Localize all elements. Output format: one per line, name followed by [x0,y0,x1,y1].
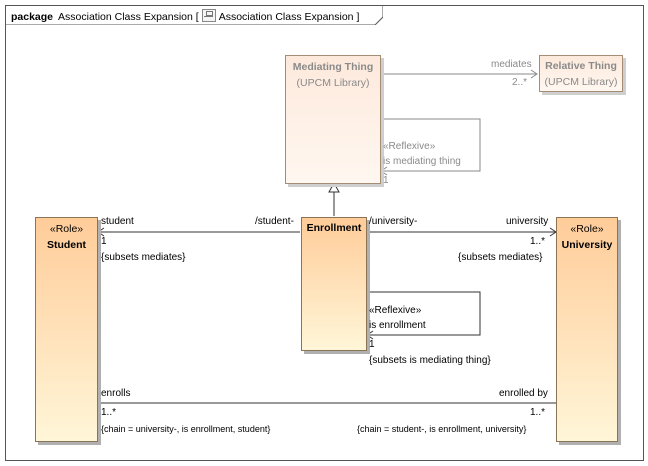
is-enrollment-stereotype: «Reflexive» [369,305,422,316]
enrolls-constraint-left: {chain = university-, is enrollment, stu… [101,424,271,434]
is-mediating-thing-name: is mediating thing [383,156,461,167]
university-role-label: university [506,216,549,227]
class-name: Student [46,239,87,251]
mediates-arrowhead [530,69,538,79]
university-source-role-label: /university- [369,216,418,227]
class-mediating-thing[interactable]: Mediating Thing (UPCM Library) [285,55,381,184]
university-constraint: {subsets mediates} [458,252,543,263]
is-enrollment-constraint: {subsets is mediating thing} [369,355,491,366]
generalization-arrowhead [328,181,340,193]
is-enrollment-multiplicity: 1 [369,339,375,350]
student-source-role-label: /student- [255,216,294,227]
class-diagram-icon [201,9,216,22]
mediates-multiplicity: 2..* [512,77,528,88]
package-frame [5,5,644,461]
is-enrollment-name: is enrollment [369,320,426,331]
class-enrollment[interactable]: Enrollment [301,217,367,351]
class-stereotype: «Role» [570,223,604,235]
class-name: Mediating Thing [292,61,374,73]
diagram-name[interactable]: Association Class Expansion [218,11,354,23]
frame-keyword: package [11,11,54,23]
class-library: (UPCM Library) [544,76,618,88]
is-enrollment-arrowhead [366,330,374,340]
enrolls-role-label: enrolls [101,388,131,399]
class-name: University [561,239,613,251]
class-library: (UPCM Library) [296,77,370,89]
class-student[interactable]: «Role» Student [35,217,98,442]
class-stereotype: «Role» [49,223,84,235]
class-relative-thing[interactable]: Relative Thing (UPCM Library) [539,55,623,92]
is-mediating-thing-arrowhead [380,166,388,176]
enrolls-multiplicity-right: 1..* [530,407,546,418]
student-assoc-arrowhead [97,227,105,237]
student-role-label: student [101,216,134,227]
is-mediating-thing-stereotype: «Reflexive» [383,141,436,152]
enrolled-by-role-label: enrolled by [499,388,548,399]
is-mediating-thing-multiplicity: 1 [383,175,389,186]
enrolls-constraint-right: {chain = student-, is enrollment, univer… [357,424,527,434]
is-mediating-thing-line [381,118,481,172]
package-name: Association Class Expansion [58,11,193,23]
student-multiplicity: 1 [101,236,107,247]
university-multiplicity: 1..* [530,236,546,247]
class-name: Enrollment [306,222,362,234]
class-name: Relative Thing [545,60,617,72]
frame-tab [5,5,383,25]
student-constraint: {subsets mediates} [101,252,186,263]
is-enrollment-line [367,291,481,336]
enrolls-multiplicity-left: 1..* [101,407,117,418]
mediates-role-label: mediates [491,59,532,70]
class-university[interactable]: «Role» University [556,217,618,442]
